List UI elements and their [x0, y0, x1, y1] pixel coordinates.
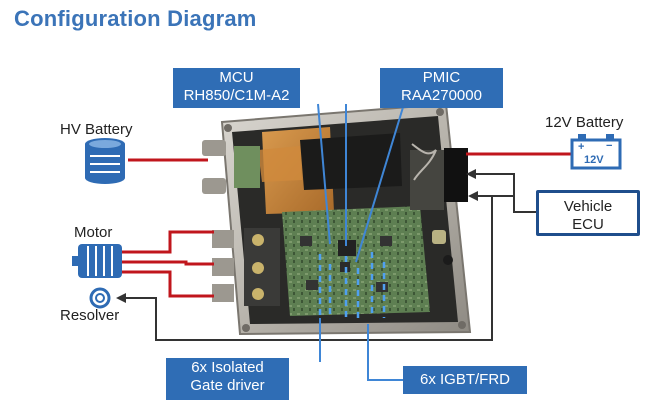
- inverter-unit-image: [202, 102, 472, 336]
- gate-driver-callout-line-1: 6x Isolated: [191, 359, 264, 376]
- pmic-callout: PMIC RAA270000: [380, 68, 503, 108]
- resolver-signal-line: [116, 196, 493, 341]
- battery-12v-icon-text: 12V: [584, 154, 604, 166]
- vehicle-ecu-box: Vehicle ECU: [536, 190, 640, 236]
- pmic-callout-line-1: PMIC: [422, 69, 461, 86]
- motor-phase-cables: [120, 230, 214, 298]
- hv-battery-icon: [85, 138, 125, 184]
- gate-driver-callout-line-2: Gate driver: [190, 377, 265, 394]
- gate-driver-callout: 6x Isolated Gate driver: [166, 358, 289, 400]
- resolver-icon: [89, 287, 111, 309]
- resolver-label: Resolver: [60, 307, 120, 324]
- page-title: Configuration Diagram: [14, 6, 257, 31]
- igbt-callout-line-1: 6x IGBT/FRD: [419, 371, 510, 388]
- motor-icon: [72, 244, 122, 278]
- pmic-callout-line-2: RAA270000: [401, 87, 482, 104]
- battery-12v-label: 12V Battery: [545, 114, 624, 131]
- igbt-markers: [328, 262, 386, 318]
- motor-label: Motor: [74, 224, 113, 241]
- svg-text:−: −: [606, 140, 612, 152]
- igbt-callout: 6x IGBT/FRD: [403, 366, 527, 394]
- battery-12v-icon: + − 12V: [570, 134, 622, 170]
- ecu-signal-lines: [466, 169, 536, 213]
- mcu-callout-line-1: MCU: [219, 69, 254, 86]
- mcu-callout-line-2: RH850/C1M-A2: [183, 87, 290, 104]
- mcu-callout: MCU RH850/C1M-A2: [173, 68, 300, 108]
- vehicle-ecu-line-2: ECU: [572, 216, 604, 233]
- gate-driver-markers: [318, 252, 374, 318]
- vehicle-ecu-line-1: Vehicle: [563, 198, 613, 215]
- callout-leaders: [317, 103, 410, 381]
- svg-text:+: +: [578, 141, 584, 153]
- hv-battery-label: HV Battery: [60, 121, 133, 138]
